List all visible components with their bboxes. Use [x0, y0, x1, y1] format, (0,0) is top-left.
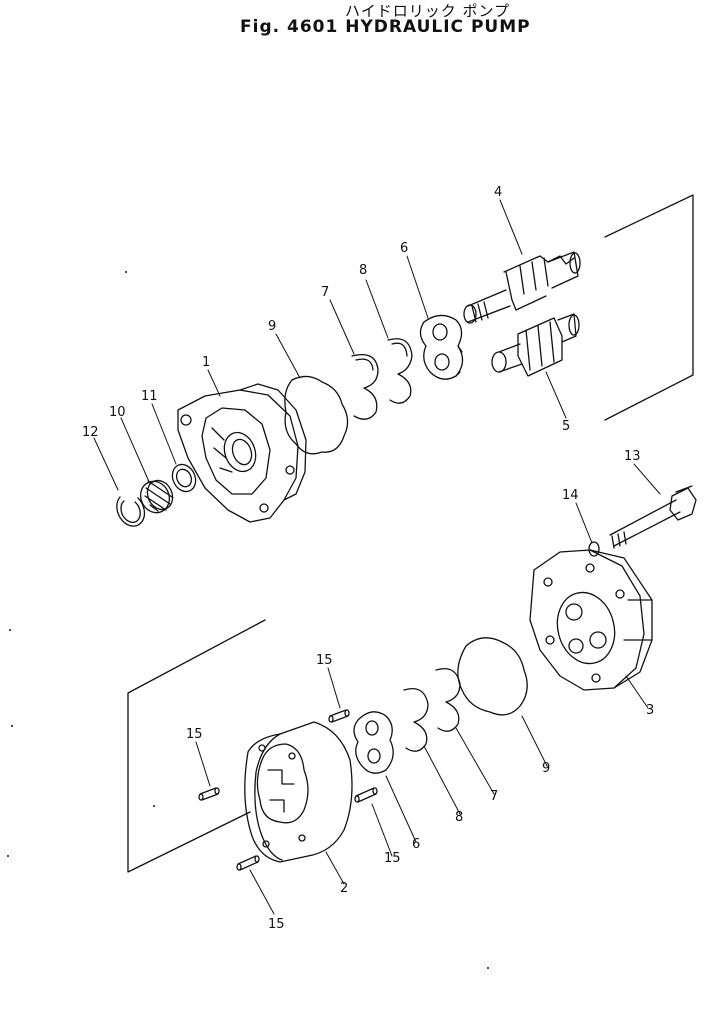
callout-8-upper: 8 — [359, 263, 367, 278]
part-10-oil-seal — [139, 479, 174, 514]
callout-labels: 1 11 10 12 9 7 8 6 4 5 13 14 3 9 7 8 6 2… — [82, 185, 654, 932]
callout-15-bottom: 15 — [268, 917, 285, 932]
callout-9-lower: 9 — [542, 761, 550, 776]
callout-2: 2 — [340, 881, 348, 896]
part-6-wear-plate-lower — [353, 711, 394, 774]
scan-specks — [7, 271, 489, 969]
callout-12: 12 — [82, 425, 99, 440]
callout-13: 13 — [624, 449, 641, 464]
callout-8-lower: 8 — [455, 810, 463, 825]
part-9-o-ring-lower — [457, 637, 528, 716]
part-8-seal-lower — [403, 687, 429, 752]
callout-5: 5 — [562, 419, 570, 434]
callout-15-top: 15 — [316, 653, 333, 668]
part-13-bolt — [609, 485, 697, 549]
part-15-dowel-pins — [198, 709, 378, 871]
part-9-o-ring-upper — [284, 375, 349, 455]
figure-title: Fig. 4601 HYDRAULIC PUMP — [240, 17, 531, 37]
callout-7-upper: 7 — [321, 285, 329, 300]
callout-6-upper: 6 — [400, 241, 408, 256]
part-5-driven-gear — [491, 313, 580, 377]
part-4-drive-gear-shaft — [463, 251, 581, 324]
callout-leader-lines — [93, 199, 661, 915]
callout-11: 11 — [141, 389, 158, 404]
callout-1: 1 — [202, 355, 210, 370]
part-12-snap-ring — [116, 496, 146, 527]
callout-4: 4 — [494, 185, 502, 200]
part-3-rear-cover — [529, 549, 653, 691]
part-2-gear-body — [244, 721, 353, 863]
callout-15-right: 15 — [384, 851, 401, 866]
assembly-guide-lines — [127, 194, 694, 873]
part-14-washer — [588, 541, 600, 557]
part-8-seal-upper — [387, 338, 413, 404]
callout-6-lower: 6 — [412, 837, 420, 852]
part-11-ring — [171, 463, 197, 493]
callout-3: 3 — [646, 703, 654, 718]
callout-14: 14 — [562, 488, 579, 503]
part-6-wear-plate-upper — [419, 314, 464, 380]
callout-9-upper: 9 — [268, 319, 276, 334]
part-7-seal-upper — [351, 353, 379, 420]
part-1-front-cover — [177, 383, 307, 523]
callout-15-left: 15 — [186, 727, 203, 742]
part-7-seal-lower — [435, 667, 461, 732]
callout-7-lower: 7 — [490, 789, 498, 804]
figure-title-japanese: ハイドロリック ポンプ — [345, 2, 511, 20]
callout-10: 10 — [109, 405, 126, 420]
